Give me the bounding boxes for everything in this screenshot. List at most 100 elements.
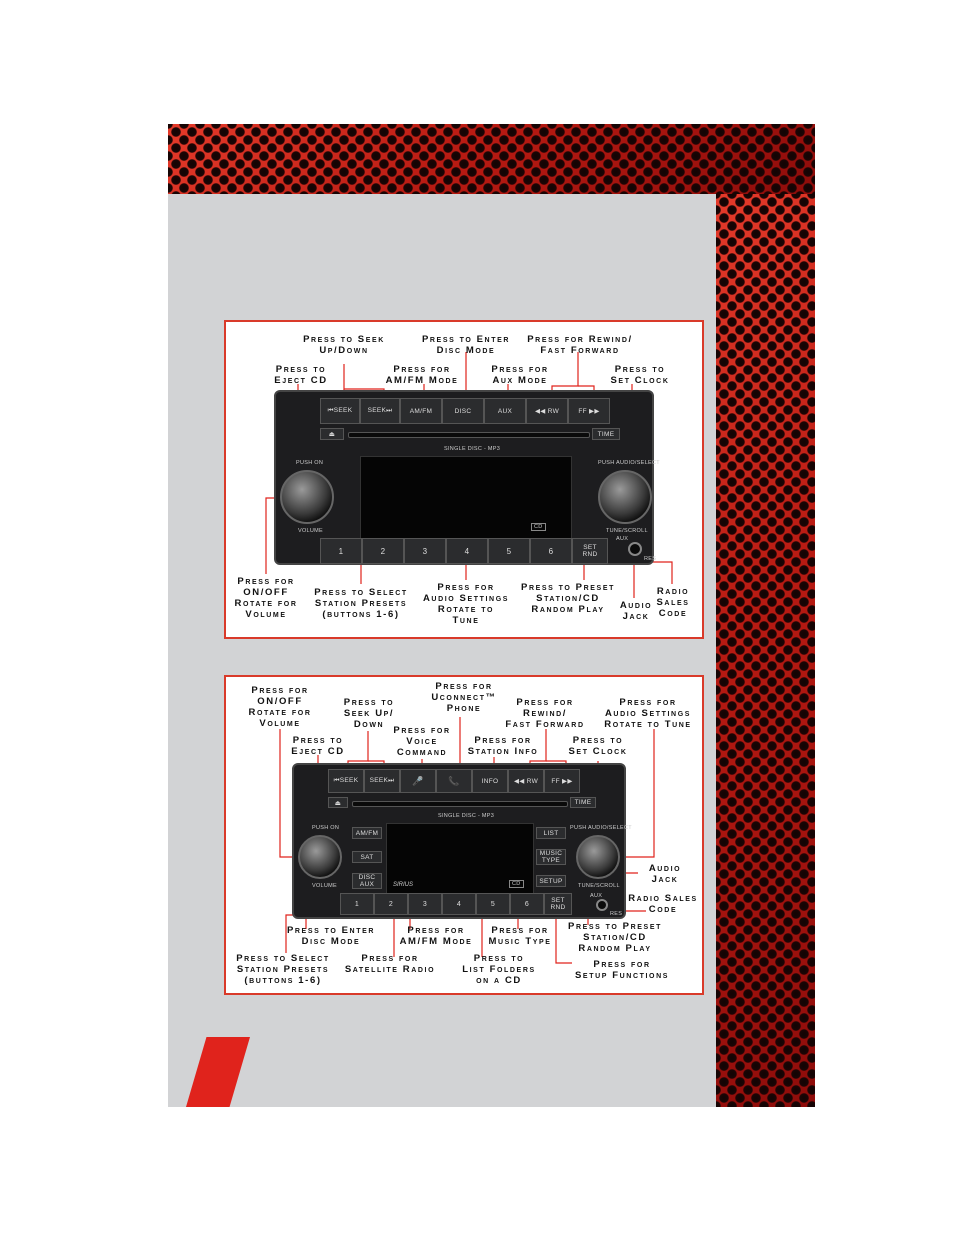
info-button[interactable]: INFO (472, 769, 508, 793)
label-uconnect: Press for Uconnect™ Phone (420, 681, 508, 714)
display-screen: CD (360, 456, 572, 540)
rewind-button[interactable]: ◀◀ RW (526, 398, 568, 424)
disc-caption: SINGLE DISC - MP3 (438, 813, 494, 819)
push-audio-caption: PUSH AUDIO/SELECT (598, 460, 660, 466)
volume-knob[interactable] (280, 470, 334, 524)
display-screen: SIRIUS CD (386, 823, 534, 897)
label-list-folders: Press to List Folders on a CD (452, 953, 546, 986)
label-audio-settings: Press for Audio Settings Rotate to Tune (596, 697, 700, 730)
label-voice-command: Press for Voice Command (382, 725, 462, 758)
label-aux: Press for Aux Mode (480, 364, 560, 386)
grille-side (716, 194, 815, 1107)
radio-diagram-2: Press for ON/OFF Rotate for Volume Press… (224, 675, 704, 995)
cd-logo: CD (531, 523, 546, 531)
music-type-button[interactable]: MUSIC TYPE (536, 849, 566, 865)
seek-up-button[interactable]: SEEK⏭ (360, 398, 400, 424)
label-eject: Press to Eject CD (282, 735, 354, 757)
label-presets: Press to Select Station Presets (buttons… (228, 953, 338, 986)
seek-down-button[interactable]: ⏮SEEK (328, 769, 364, 793)
label-preset-store: Press to Preset Station/CD Random Play (516, 582, 620, 615)
setup-button[interactable]: SETUP (536, 875, 566, 887)
radio-unit-1: ⏮SEEK SEEK⏭ AM/FM DISC AUX ◀◀ RW FF ▶▶ ⏏… (274, 390, 654, 565)
label-amfm: Press for AM/FM Mode (390, 925, 482, 947)
label-disc-mode: Press to Enter Disc Mode (278, 925, 384, 947)
set-rnd-button[interactable]: SET RND (572, 538, 608, 564)
fast-forward-button[interactable]: FF ▶▶ (568, 398, 610, 424)
label-setup: Press for Setup Functions (564, 959, 680, 981)
eject-button[interactable]: ⏏ (320, 428, 344, 440)
aux-jack[interactable] (628, 542, 642, 556)
radio-diagram-1: Press to Seek Up/Down Press to Enter Dis… (224, 320, 704, 639)
preset-button-6[interactable]: 6 (510, 893, 544, 915)
push-on-caption: PUSH ON (312, 825, 339, 831)
res-caption: RES (610, 911, 622, 917)
eject-button[interactable]: ⏏ (328, 797, 348, 808)
amfm-button[interactable]: AM/FM (352, 827, 382, 839)
preset-button-2[interactable]: 2 (362, 538, 404, 564)
disc-caption: SINGLE DISC - MP3 (444, 446, 500, 452)
label-disc-mode: Press to Enter Disc Mode (410, 334, 522, 356)
label-satellite: Press for Satellite Radio (338, 953, 442, 975)
top-button-row: ⏮SEEK SEEK⏭ 🎤 📞 INFO ◀◀ RW FF ▶▶ (328, 769, 580, 793)
tune-caption: TUNE/SCROLL (578, 883, 620, 889)
aux-jack[interactable] (596, 899, 608, 911)
preset-button-4[interactable]: 4 (446, 538, 488, 564)
sat-button[interactable]: SAT (352, 851, 382, 863)
label-onoff: Press for ON/OFF Rotate for Volume (242, 685, 318, 729)
label-preset-store: Press to Preset Station/CD Random Play (560, 921, 670, 954)
seek-down-button[interactable]: ⏮SEEK (320, 398, 360, 424)
disc-button[interactable]: DISC (442, 398, 484, 424)
preset-button-row: 1 2 3 4 5 6 SET RND (340, 893, 572, 915)
rewind-button[interactable]: ◀◀ RW (508, 769, 544, 793)
amfm-button[interactable]: AM/FM (400, 398, 442, 424)
cd-slot (348, 432, 590, 438)
res-caption: RES (644, 556, 656, 562)
preset-button-1[interactable]: 1 (320, 538, 362, 564)
preset-button-3[interactable]: 3 (404, 538, 446, 564)
preset-button-5[interactable]: 5 (488, 538, 530, 564)
sirius-logo: SIRIUS (393, 882, 413, 888)
preset-button-5[interactable]: 5 (476, 893, 510, 915)
aux-button[interactable]: AUX (484, 398, 526, 424)
list-button[interactable]: LIST (536, 827, 566, 839)
phone-button[interactable]: 📞 (436, 769, 472, 793)
push-audio-caption: PUSH AUDIO/SELECT (570, 825, 632, 831)
red-slash-decoration (186, 1037, 250, 1107)
time-button[interactable]: TIME (570, 797, 596, 808)
volume-caption: VOLUME (298, 528, 323, 534)
preset-button-4[interactable]: 4 (442, 893, 476, 915)
push-on-caption: PUSH ON (296, 460, 323, 466)
top-button-row: ⏮SEEK SEEK⏭ AM/FM DISC AUX ◀◀ RW FF ▶▶ (320, 398, 610, 424)
tune-knob[interactable] (576, 835, 620, 879)
volume-knob[interactable] (298, 835, 342, 879)
volume-caption: VOLUME (312, 883, 337, 889)
preset-button-2[interactable]: 2 (374, 893, 408, 915)
label-rewind: Press for Rewind/ Fast Forward (520, 334, 640, 356)
fast-forward-button[interactable]: FF ▶▶ (544, 769, 580, 793)
preset-button-row: 1 2 3 4 5 6 SET RND (320, 538, 608, 564)
cd-slot (352, 801, 568, 807)
label-onoff: Press for ON/OFF Rotate for Volume (230, 576, 302, 620)
voice-command-button[interactable]: 🎤 (400, 769, 436, 793)
set-rnd-button[interactable]: SET RND (544, 893, 572, 915)
radio-unit-2: ⏮SEEK SEEK⏭ 🎤 📞 INFO ◀◀ RW FF ▶▶ ⏏ TIME … (292, 763, 626, 919)
label-seek: Press to Seek Up/Down (288, 334, 400, 356)
label-clock: Press to Set Clock (560, 735, 636, 757)
disc-aux-button[interactable]: DISC AUX (352, 873, 382, 889)
time-button[interactable]: TIME (592, 428, 620, 440)
preset-button-6[interactable]: 6 (530, 538, 572, 564)
label-rewind: Press for Rewind/ Fast Forward (498, 697, 592, 730)
label-presets: Press to Select Station Presets (buttons… (306, 587, 416, 620)
tune-knob[interactable] (598, 470, 652, 524)
label-sales-code: Radio Sales Code (652, 586, 694, 619)
preset-button-1[interactable]: 1 (340, 893, 374, 915)
label-amfm: Press for AM/FM Mode (372, 364, 472, 386)
label-clock: Press to Set Clock (602, 364, 678, 386)
grille-header (168, 124, 815, 194)
seek-up-button[interactable]: SEEK⏭ (364, 769, 400, 793)
label-music-type: Press for Music Type (478, 925, 562, 947)
label-sales-code: Radio Sales Code (624, 893, 702, 915)
label-audio-jack: Audio Jack (638, 863, 692, 885)
label-audio-settings: Press for Audio Settings Rotate to Tune (414, 582, 518, 626)
preset-button-3[interactable]: 3 (408, 893, 442, 915)
